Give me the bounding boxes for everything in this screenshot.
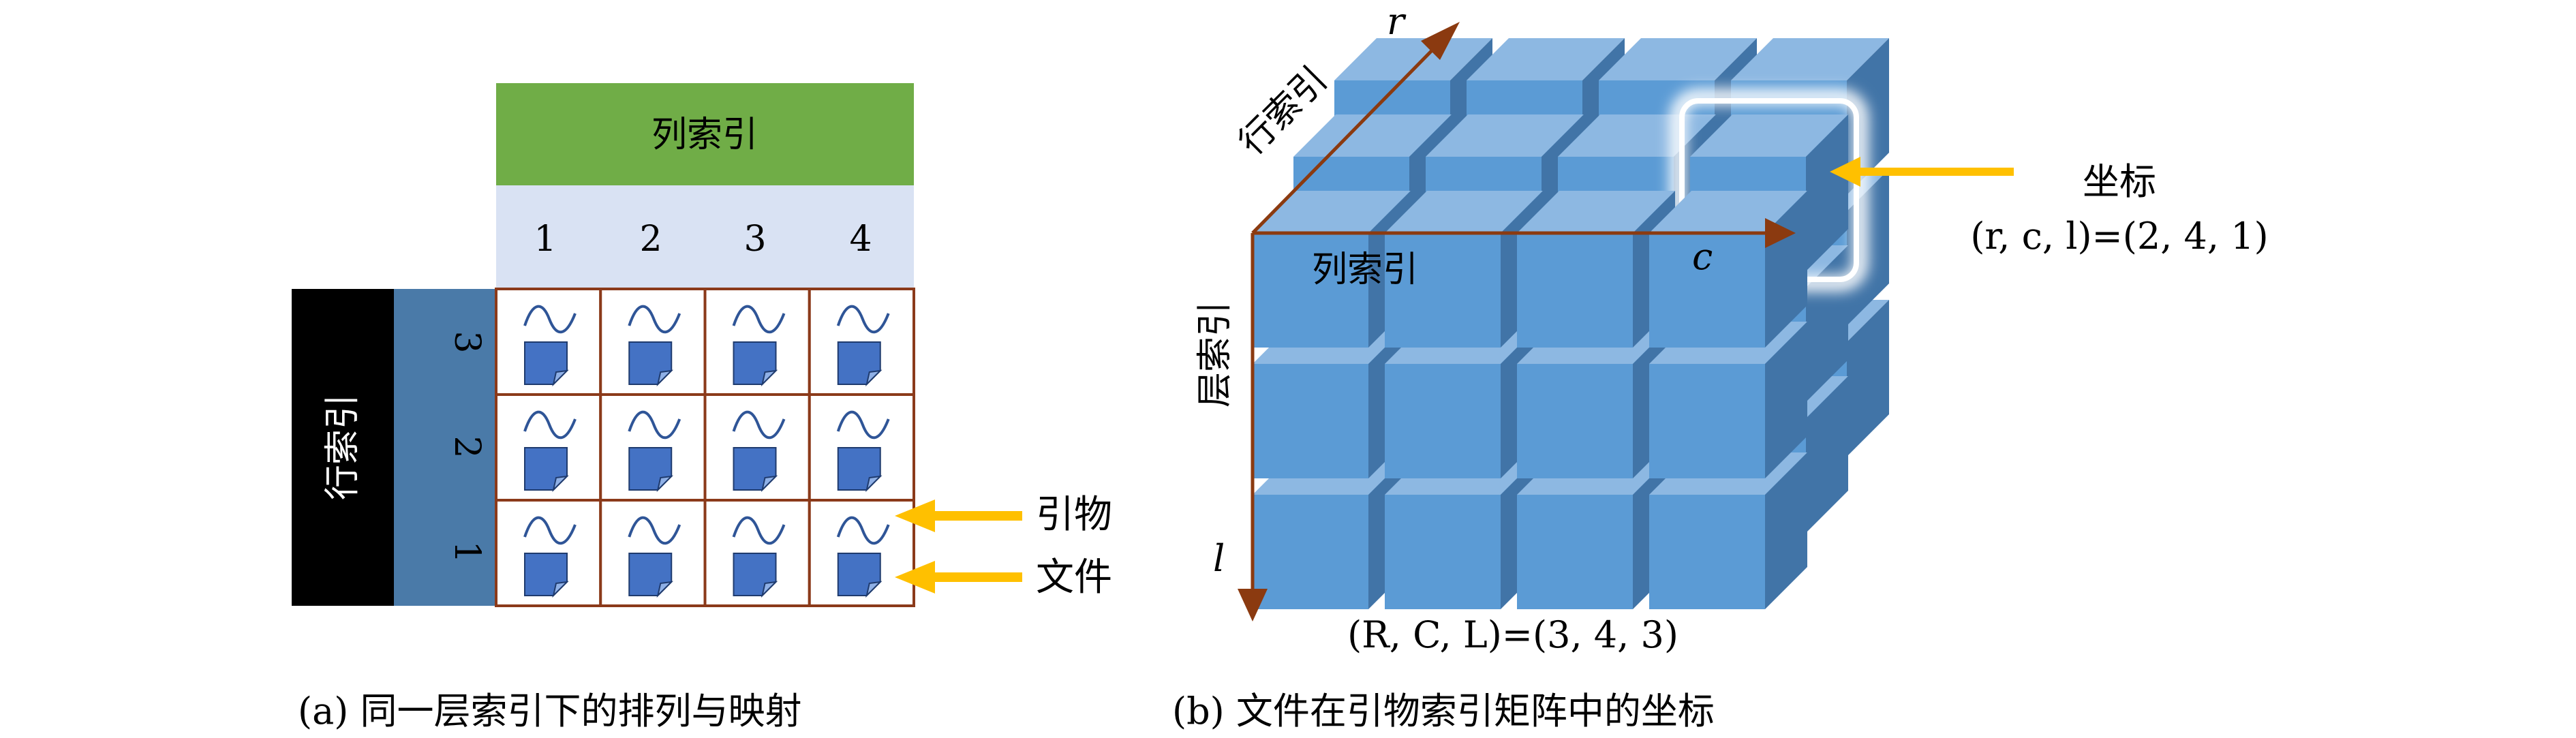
l-axis-arrowhead-icon [1238, 589, 1268, 621]
layer-axis-label: 层索引 [1195, 301, 1236, 408]
grid-cell [703, 499, 811, 607]
grid-cell [495, 288, 602, 396]
sine-wave-icon [732, 410, 786, 440]
file-label: 文件 [1036, 555, 1112, 600]
trigger-label: 引物 [1036, 493, 1112, 537]
sine-wave-icon [628, 516, 681, 545]
axes [1238, 22, 1796, 621]
pointer-arrows-a [895, 499, 1022, 594]
grid-cell [703, 393, 811, 502]
grid-cell [808, 288, 915, 396]
sine-wave-icon [732, 516, 786, 545]
grid-cell [599, 288, 707, 396]
column-numbers: 1 2 3 4 [534, 219, 872, 260]
sine-wave-icon [628, 410, 681, 440]
caption-b: (b) 文件在引物索引矩阵中的坐标 [1172, 690, 1715, 733]
c-axis-arrowhead-icon [1765, 218, 1796, 248]
matrix-cube [1253, 191, 1411, 348]
grid-cell [495, 499, 602, 607]
row-number-1: 1 [446, 540, 487, 563]
panel-b: r c l 行索引 列索引 层索引 坐标 (r, c, l)=(2, 4, 1)… [1172, 0, 2269, 733]
column-header-label: 列索引 [651, 114, 758, 155]
sine-wave-icon [523, 410, 577, 440]
grid-cell [808, 499, 915, 607]
axis-l-label: l [1213, 537, 1225, 580]
sine-wave-icon [732, 305, 786, 334]
column-number-3: 3 [743, 219, 766, 260]
grid-cell [808, 393, 915, 502]
sine-wave-icon [628, 305, 681, 334]
cube-matrix [1253, 38, 1889, 609]
file-arrow-icon [895, 561, 1022, 594]
coordinate-title: 坐标 [2083, 160, 2156, 203]
r-axis-arrowhead-icon [1421, 22, 1460, 60]
trigger-arrow-icon [895, 499, 1022, 532]
matrix-cube [1385, 191, 1543, 348]
row-number-3: 3 [446, 330, 487, 353]
sine-wave-icon [523, 305, 577, 334]
column-number-2: 2 [639, 219, 662, 260]
matrix-cube [1649, 191, 1807, 348]
panel-a: 列索引 1 2 3 4 行索引 3 2 1 引物 文件 (a) 同一层索引下的排… [292, 83, 1112, 733]
column-number-4: 4 [849, 219, 872, 260]
grid-cell [495, 393, 602, 502]
coordinate-pointer-arrow-icon [1830, 157, 2014, 187]
cell-grid [495, 288, 915, 607]
sine-wave-icon [836, 516, 890, 545]
row-numbers-bar [394, 289, 496, 606]
row-header-label: 行索引 [322, 394, 363, 500]
sine-wave-icon [523, 516, 577, 545]
column-header-bar [496, 83, 914, 185]
grid-cell [599, 499, 707, 607]
sine-wave-icon [836, 305, 890, 334]
r-axis-line [1251, 40, 1443, 234]
column-axis-label: 列索引 [1312, 249, 1418, 290]
dimensions-value: (R, C, L)=(3, 4, 3) [1347, 613, 1678, 656]
column-numbers-bar [496, 185, 914, 289]
row-numbers: 3 2 1 [446, 330, 487, 563]
axis-r-label: r [1387, 0, 1407, 43]
row-number-2: 2 [446, 435, 487, 458]
grid-cell [703, 288, 811, 396]
sine-wave-icon [836, 410, 890, 440]
caption-a: (a) 同一层索引下的排列与映射 [298, 690, 802, 733]
coordinate-value: (r, c, l)=(2, 4, 1) [1970, 215, 2268, 258]
column-number-1: 1 [534, 219, 556, 260]
row-header-bar [292, 289, 394, 606]
axis-c-label: c [1692, 235, 1713, 278]
grid-cell [599, 393, 707, 502]
